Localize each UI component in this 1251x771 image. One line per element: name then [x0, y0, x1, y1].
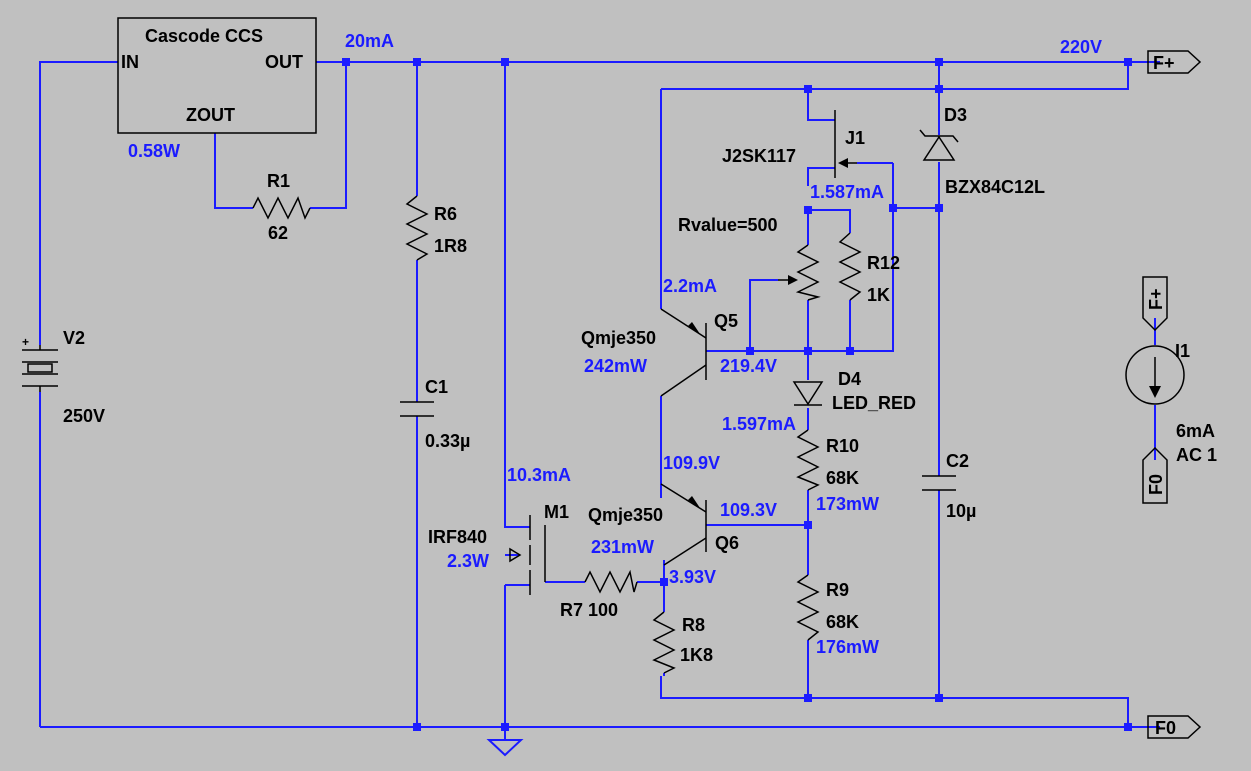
q5-base-voltage-annotation: 219.4V: [720, 356, 777, 376]
m1-current-annotation: 10.3mA: [507, 465, 571, 485]
i1-value: 6mA: [1176, 421, 1215, 441]
d3-model: BZX84C12L: [945, 177, 1045, 197]
resistor-r12[interactable]: R12 1K: [838, 232, 900, 305]
resistor-r8[interactable]: R8 1K8: [652, 611, 713, 674]
r12-ref: R12: [867, 253, 900, 273]
battery-v2[interactable]: + V2 250V: [22, 328, 105, 426]
fplus-port-label: F+: [1153, 53, 1175, 73]
v2-value: 250V: [63, 406, 105, 426]
q6-base-voltage-annotation: 109.3V: [720, 500, 777, 520]
r1-value: 62: [268, 223, 288, 243]
ground-symbol: [486, 739, 524, 757]
c2-ref: C2: [946, 451, 969, 471]
i1-top-port-label: F+: [1146, 288, 1166, 310]
f0-port[interactable]: F0: [1147, 715, 1202, 739]
ccs-power-annotation: 0.58W: [128, 141, 180, 161]
d4-ref: D4: [838, 369, 861, 389]
led-d4[interactable]: D4 LED_RED: [792, 369, 916, 413]
transistor-q6[interactable]: Q6 Qmje350: [588, 483, 739, 566]
resistor-r7[interactable]: R7 100: [560, 569, 638, 620]
r9-power-annotation: 176mW: [816, 637, 879, 657]
r6-ref: R6: [434, 204, 457, 224]
v2-ref: V2: [63, 328, 85, 348]
ccs-zout-pin-label: ZOUT: [186, 105, 235, 125]
r9-ref: R9: [826, 580, 849, 600]
r9-value: 68K: [826, 612, 859, 632]
j1-model: J2SK117: [722, 146, 796, 166]
q6-collector-voltage-annotation: 109.9V: [663, 453, 720, 473]
m1-ref: M1: [544, 502, 569, 522]
cascode-ccs-block[interactable]: Cascode CCS IN OUT ZOUT: [117, 17, 317, 134]
q6-model: Qmje350: [588, 505, 663, 525]
i1-bottom-port[interactable]: F0: [1142, 446, 1168, 504]
ccs-title: Cascode CCS: [145, 26, 263, 46]
top-voltage-annotation: 220V: [1060, 37, 1102, 57]
jfet-j1[interactable]: J1 J2SK117: [722, 110, 865, 178]
resistor-r10[interactable]: R10 68K: [796, 429, 859, 491]
ccs-out-pin-label: OUT: [265, 52, 303, 72]
q6-ref: Q6: [715, 533, 739, 553]
c1-value: 0.33µ: [425, 431, 470, 451]
capacitor-c1[interactable]: C1 0.33µ: [400, 377, 470, 451]
q5-model: Qmje350: [581, 328, 656, 348]
c2-value: 10µ: [946, 501, 976, 521]
d3-ref: D3: [944, 105, 967, 125]
i1-ac: AC 1: [1176, 445, 1217, 465]
m1-model: IRF840: [428, 527, 487, 547]
top-current-annotation: 20mA: [345, 31, 394, 51]
mosfet-m1[interactable]: M1 IRF840: [428, 502, 569, 595]
r8-ref: R8: [682, 615, 705, 635]
current-source-i1[interactable]: I1 6mA AC 1: [1125, 341, 1217, 465]
m1-power-annotation: 2.3W: [447, 551, 489, 571]
j1-ref: J1: [845, 128, 865, 148]
i1-bottom-port-label: F0: [1146, 474, 1166, 495]
r8-value: 1K8: [680, 645, 713, 665]
r10-value: 68K: [826, 468, 859, 488]
potentiometer[interactable]: Rvalue=500: [678, 215, 821, 301]
q5-current-annotation: 2.2mA: [663, 276, 717, 296]
r10-power-annotation: 173mW: [816, 494, 879, 514]
q6-power-annotation: 231mW: [591, 537, 654, 557]
q6-emitter-voltage-annotation: 3.93V: [669, 567, 716, 587]
fplus-port[interactable]: F+: [1147, 50, 1202, 74]
capacitor-c2[interactable]: C2 10µ: [922, 451, 976, 521]
q5-power-annotation: 242mW: [584, 356, 647, 376]
ccs-in-pin-label: IN: [121, 52, 139, 72]
resistor-r1[interactable]: R1 62: [252, 171, 311, 243]
pot-value: Rvalue=500: [678, 215, 778, 235]
c1-ref: C1: [425, 377, 448, 397]
resistor-r6[interactable]: R6 1R8: [405, 195, 467, 261]
r10-ref: R10: [826, 436, 859, 456]
resistor-r9[interactable]: R9 68K: [796, 574, 859, 641]
i1-top-port[interactable]: F+: [1142, 276, 1168, 332]
wires: [39, 61, 1160, 740]
f0-port-label: F0: [1155, 718, 1176, 738]
d4-model: LED_RED: [832, 393, 916, 413]
r12-value: 1K: [867, 285, 890, 305]
i1-ref: I1: [1175, 341, 1190, 361]
r6-value: 1R8: [434, 236, 467, 256]
j1-current-annotation: 1.587mA: [810, 182, 884, 202]
battery-plus-sign: +: [22, 335, 29, 349]
d4-current-annotation: 1.597mA: [722, 414, 796, 434]
zener-d3[interactable]: D3 BZX84C12L: [919, 105, 1045, 197]
transistor-q5[interactable]: Q5 Qmje350: [581, 308, 738, 397]
q5-ref: Q5: [714, 311, 738, 331]
r1-ref: R1: [267, 171, 290, 191]
r7-label: R7 100: [560, 600, 618, 620]
junctions: [342, 58, 1132, 731]
